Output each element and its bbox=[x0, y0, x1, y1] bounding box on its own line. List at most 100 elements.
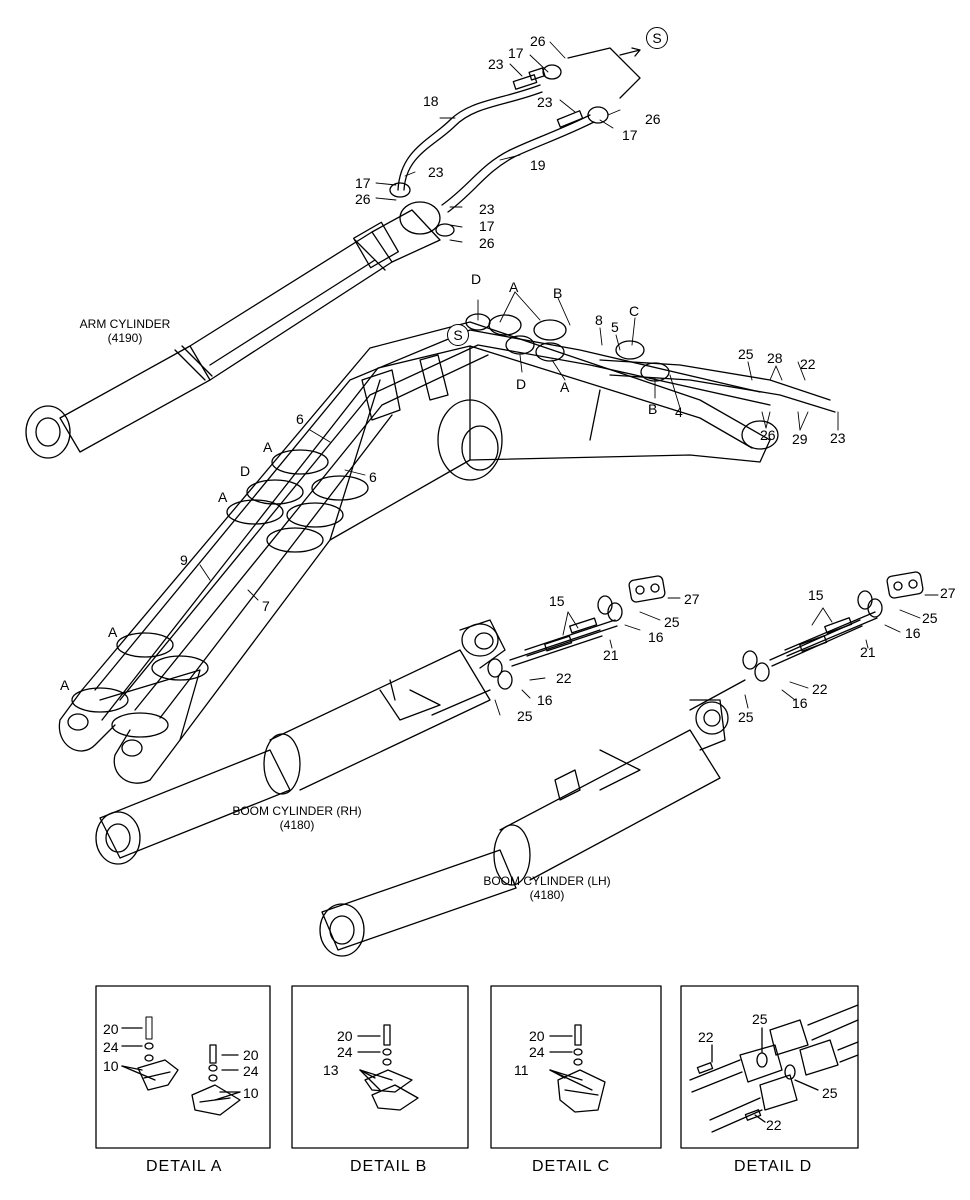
pipe-kit-rh-drawing bbox=[431, 575, 666, 716]
detail-a-callout-20: 20 bbox=[243, 1047, 259, 1063]
detail-c-box bbox=[490, 985, 662, 1149]
callout-8: 8 bbox=[595, 312, 603, 328]
callout-21: 21 bbox=[603, 647, 619, 663]
callout-25: 25 bbox=[738, 346, 754, 362]
callout-D: D bbox=[240, 463, 251, 479]
callout-23: 23 bbox=[488, 56, 504, 72]
callout-29: 29 bbox=[792, 431, 808, 447]
callout-23: 23 bbox=[830, 430, 846, 446]
callout-19: 19 bbox=[530, 157, 546, 173]
callout-A: A bbox=[560, 379, 570, 395]
callout-26: 26 bbox=[479, 235, 495, 251]
callout-A: A bbox=[263, 439, 273, 455]
boom-pipes-drawing bbox=[94, 329, 836, 719]
detail-c-callout-20: 20 bbox=[529, 1028, 545, 1044]
detail-a-callout-10: 10 bbox=[243, 1085, 259, 1101]
callout-9: 9 bbox=[180, 552, 188, 568]
callout-18: 18 bbox=[423, 93, 439, 109]
detail-c-callout-24: 24 bbox=[529, 1044, 545, 1060]
callout-D: D bbox=[471, 271, 482, 287]
detail-a-callout-24: 24 bbox=[243, 1063, 259, 1079]
callout-16: 16 bbox=[792, 695, 808, 711]
callout-27: 27 bbox=[940, 585, 956, 601]
callout-A: A bbox=[218, 489, 228, 505]
callout-6: 6 bbox=[296, 411, 304, 427]
sref-bracket bbox=[567, 47, 641, 99]
callout-7: 7 bbox=[262, 598, 270, 614]
callout-C: C bbox=[629, 303, 640, 319]
callout-6: 6 bbox=[369, 469, 377, 485]
arm-cylinder-code: (4190) bbox=[107, 330, 143, 345]
arm-cylinder-caption: ARM CYLINDER (4190) bbox=[70, 317, 180, 346]
detail-a-callout-10: 10 bbox=[103, 1058, 119, 1074]
callout-27: 27 bbox=[684, 591, 700, 607]
callout-4: 4 bbox=[675, 404, 683, 420]
callout-15: 15 bbox=[549, 593, 565, 609]
callout-22: 22 bbox=[556, 670, 572, 686]
callout-28: 28 bbox=[767, 350, 783, 366]
callout-17: 17 bbox=[479, 218, 495, 234]
callout-25: 25 bbox=[738, 709, 754, 725]
sref-arrow bbox=[619, 47, 641, 57]
callout-26: 26 bbox=[530, 33, 546, 49]
callout-17: 17 bbox=[508, 45, 524, 61]
detail-d-callout-25: 25 bbox=[822, 1085, 838, 1101]
callout-23: 23 bbox=[537, 94, 553, 110]
callout-15: 15 bbox=[808, 587, 824, 603]
detail-b-caption: DETAIL B bbox=[350, 1158, 428, 1175]
callout-21: 21 bbox=[860, 644, 876, 660]
detail-a-box bbox=[95, 985, 271, 1149]
detail-d-caption: DETAIL D bbox=[734, 1158, 813, 1175]
callout-5: 5 bbox=[611, 319, 619, 335]
detail-a-caption: DETAIL A bbox=[146, 1158, 223, 1175]
arm-cylinder-drawing bbox=[25, 201, 441, 459]
callout-23: 23 bbox=[479, 201, 495, 217]
callout-22: 22 bbox=[812, 681, 828, 697]
callout-A: A bbox=[509, 279, 519, 295]
boom-cylinder-rh-caption: BOOM CYLINDER (RH) (4180) bbox=[222, 804, 372, 833]
callout-26: 26 bbox=[355, 191, 371, 207]
detail-b-box bbox=[291, 985, 469, 1149]
callout-B: B bbox=[648, 401, 658, 417]
detail-a-callout-24: 24 bbox=[103, 1039, 119, 1055]
detail-c-callout-11: 11 bbox=[514, 1062, 529, 1078]
detail-d-box bbox=[680, 985, 859, 1149]
callout-16: 16 bbox=[648, 629, 664, 645]
detail-d-callout-25: 25 bbox=[752, 1011, 768, 1027]
callout-16: 16 bbox=[537, 692, 553, 708]
detail-b-callout-24: 24 bbox=[337, 1044, 353, 1060]
callout-26: 26 bbox=[760, 427, 776, 443]
boom-cylinder-lh-drawing bbox=[319, 699, 729, 957]
callout-22: 22 bbox=[800, 356, 816, 372]
boom-cylinder-rh-code: (4180) bbox=[279, 817, 315, 832]
arm-cylinder-name: ARM CYLINDER bbox=[79, 317, 171, 331]
boom-cylinder-lh-name: BOOM CYLINDER (LH) bbox=[483, 874, 611, 888]
section-s-marker-boom: S bbox=[447, 324, 469, 346]
callout-A: A bbox=[60, 677, 70, 693]
detail-d-callout-22: 22 bbox=[766, 1117, 782, 1133]
leader-lines bbox=[199, 41, 939, 716]
callout-25: 25 bbox=[664, 614, 680, 630]
callout-D: D bbox=[516, 376, 527, 392]
boom-drawing bbox=[58, 321, 779, 784]
boom-cylinder-rh-name: BOOM CYLINDER (RH) bbox=[232, 804, 362, 818]
section-s-marker-top: S bbox=[646, 27, 668, 49]
detail-b-callout-13: 13 bbox=[323, 1062, 339, 1078]
callout-23: 23 bbox=[428, 164, 444, 180]
callout-A: A bbox=[108, 624, 118, 640]
hose-19-drawing bbox=[435, 106, 609, 237]
detail-c-caption: DETAIL C bbox=[532, 1158, 611, 1175]
callout-17: 17 bbox=[622, 127, 638, 143]
hose-18-drawing bbox=[389, 64, 562, 198]
detail-d-callout-22: 22 bbox=[698, 1029, 714, 1045]
callout-16: 16 bbox=[905, 625, 921, 641]
boom-cylinder-lh-code: (4180) bbox=[529, 887, 565, 902]
detail-a-callout-20: 20 bbox=[103, 1021, 119, 1037]
callout-25: 25 bbox=[922, 610, 938, 626]
clamp-callout-rings bbox=[71, 313, 670, 738]
callout-B: B bbox=[553, 285, 563, 301]
pipe-kit-lh-drawing bbox=[689, 571, 924, 711]
callout-26: 26 bbox=[645, 111, 661, 127]
boom-cylinder-lh-caption: BOOM CYLINDER (LH) (4180) bbox=[472, 874, 622, 903]
